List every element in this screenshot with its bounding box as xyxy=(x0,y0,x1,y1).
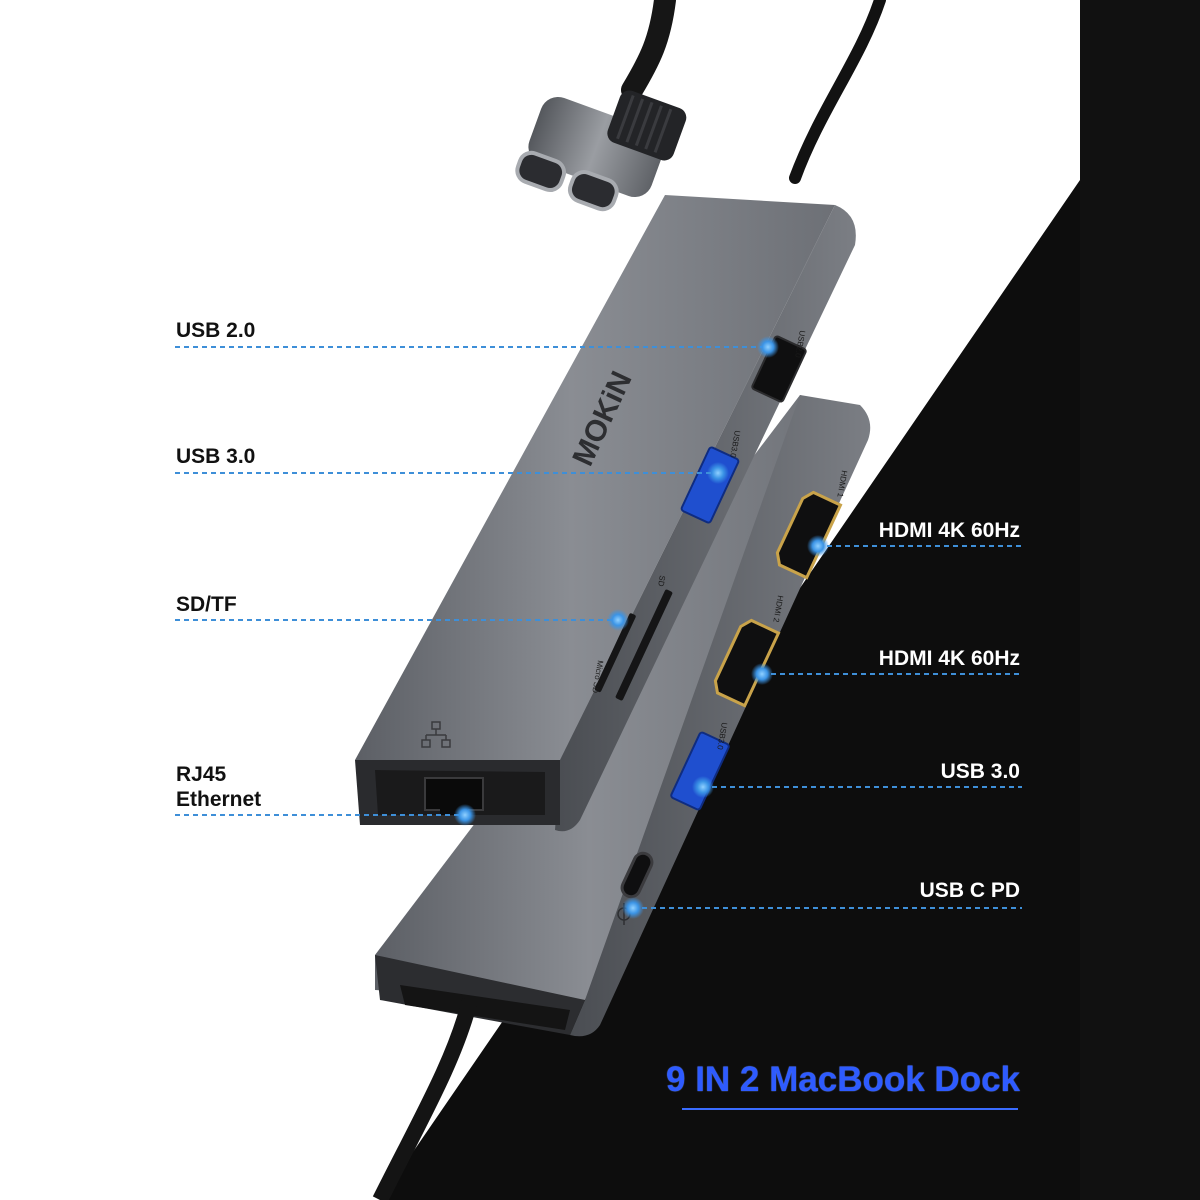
hdmi1-port xyxy=(775,490,843,580)
callout-label-hdmi1: HDMI 4K 60Hz xyxy=(878,519,1020,542)
sd-slot xyxy=(615,589,673,701)
usbc-port xyxy=(620,851,654,899)
plug-cable xyxy=(621,0,676,101)
usb2-port xyxy=(751,335,807,403)
dual-usbc-plug xyxy=(515,90,687,212)
callout-glows xyxy=(454,336,829,919)
callout-label-usbc-pd: USB C PD xyxy=(919,879,1020,902)
dark-panel-edge xyxy=(1080,0,1200,1200)
usb3-bottom-port xyxy=(670,731,730,811)
callout-label-hdmi2: HDMI 4K 60Hz xyxy=(878,647,1020,670)
callout-lines xyxy=(175,346,1022,909)
callout-label-usb3-top: USB 3.0 xyxy=(176,445,256,468)
callout-label-sdtf: SD/TF xyxy=(176,593,237,616)
main-cable xyxy=(789,0,886,184)
lower-cable xyxy=(372,998,478,1200)
headline: 9 IN 2 MacBook Dock xyxy=(666,1060,1020,1099)
callout-label-rj45: RJ45 Ethernet xyxy=(176,763,262,811)
rj45-port xyxy=(424,777,484,815)
ethernet-icon xyxy=(421,721,451,748)
callout-label-usb3-bottom: USB 3.0 xyxy=(940,760,1020,783)
sd-slot-marking: SD xyxy=(656,575,667,588)
headline-underline xyxy=(682,1108,1018,1110)
callout-label-usb2: USB 2.0 xyxy=(176,319,256,342)
hdmi2-port xyxy=(713,618,781,708)
dark-background-panel xyxy=(380,0,1200,1200)
microsd-slot xyxy=(594,613,636,693)
